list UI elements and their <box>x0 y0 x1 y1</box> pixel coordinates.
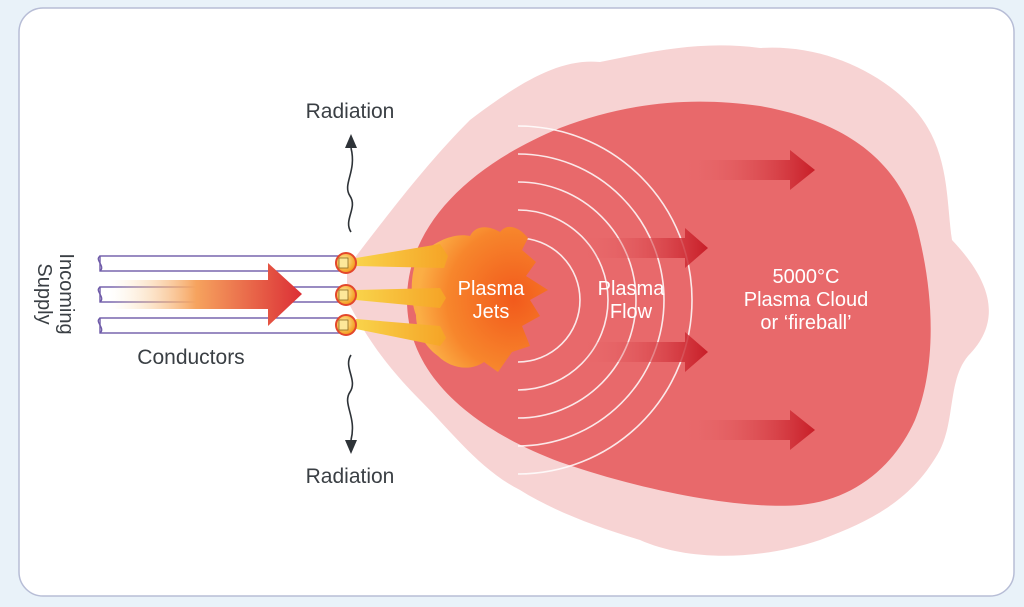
incoming-label-line2: Supply <box>33 263 55 324</box>
jet-top <box>356 244 448 268</box>
plasma-jets-label-line1: Plasma <box>458 278 526 300</box>
radiation-top-label: Radiation <box>306 100 395 123</box>
jet-middle <box>356 288 446 308</box>
cloud-label-line3: or ‘fireball’ <box>760 312 851 334</box>
radiation-arrow-down <box>345 354 357 454</box>
cloud-label-line1: 5000°C <box>773 266 840 288</box>
plasma-jets-flame <box>411 226 548 372</box>
flow-arrow-1 <box>680 150 815 190</box>
terminal-1-tip <box>338 257 349 269</box>
cloud-label-line2: Plasma Cloud <box>744 289 869 311</box>
plasma-flow-label-line2: Flow <box>610 301 653 323</box>
conductor-3 <box>99 317 345 334</box>
plasma-flow-rings <box>517 125 693 475</box>
terminal-2-tip <box>338 289 349 301</box>
incoming-supply-label: Incoming Supply <box>33 253 77 334</box>
plasma-cloud <box>407 101 931 506</box>
conductor-break-marks <box>97 255 103 334</box>
flow-arrows <box>580 150 815 450</box>
flow-arrow-2 <box>580 228 708 268</box>
supply-arrow <box>110 263 302 326</box>
jets <box>356 244 448 346</box>
terminal-3-tip <box>338 319 349 331</box>
incoming-label-line1: Incoming <box>55 253 77 334</box>
radiation-bottom-label: Radiation <box>306 465 395 488</box>
radiation-arrow-up <box>345 134 357 233</box>
conductor-1 <box>99 255 345 272</box>
flow-arrow-3 <box>580 332 708 372</box>
jet-bottom <box>356 319 446 346</box>
conductors-label: Conductors <box>137 346 244 369</box>
plasma-jets-label-line2: Jets <box>473 301 510 323</box>
flow-arrow-4 <box>680 410 815 450</box>
plasma-flow-label-line1: Plasma <box>598 278 666 300</box>
